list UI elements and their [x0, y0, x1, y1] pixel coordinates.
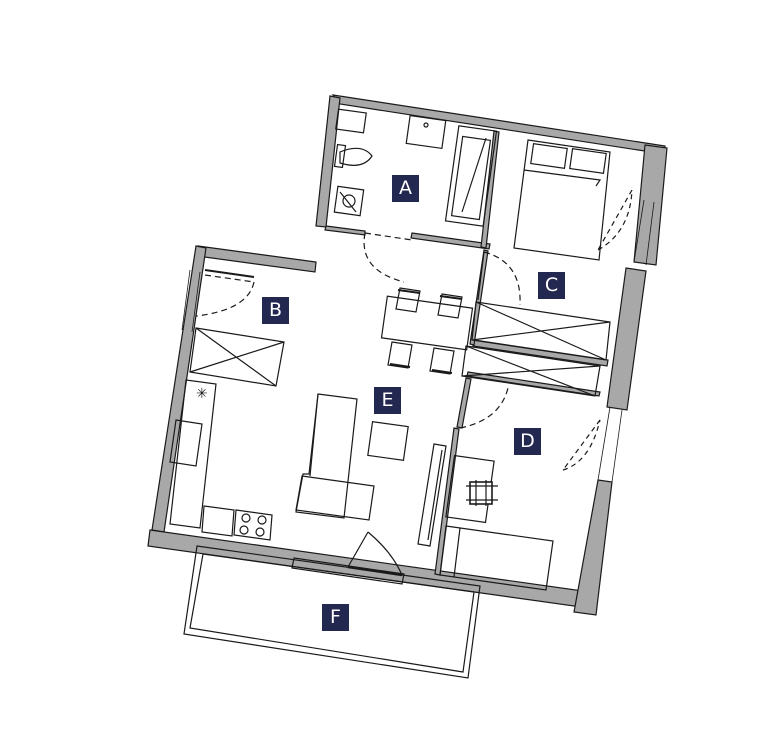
wall-d-left-upper	[456, 377, 472, 429]
bathtub-inner	[450, 135, 492, 221]
wall-top	[331, 94, 666, 155]
shower-drain	[342, 194, 356, 208]
single-bed	[439, 525, 554, 591]
wall-bathroom-bottom-2	[410, 232, 491, 250]
living-furniture: ✳	[169, 287, 474, 585]
bedroom-d-furniture	[439, 345, 601, 591]
double-bed	[513, 139, 611, 261]
desk-chair	[466, 480, 498, 506]
wall-right-middle	[606, 267, 647, 411]
wall-step	[196, 245, 317, 273]
sofa-seat	[295, 475, 375, 521]
tv-unit	[417, 443, 447, 547]
bathtub	[444, 125, 498, 227]
toilet-tank	[333, 143, 347, 169]
wall-right-lower	[573, 479, 613, 616]
chair-1	[395, 287, 421, 313]
kitchen-sink	[169, 419, 203, 467]
pillow-right	[569, 148, 607, 174]
room-label-e: E	[374, 387, 401, 414]
wall-bathroom-left	[315, 95, 341, 228]
oven-counter	[201, 505, 235, 537]
wall-right-upper	[633, 144, 668, 266]
windows	[181, 199, 655, 483]
wall-bedroom-c-bottom	[472, 339, 609, 367]
balcony-inner	[189, 553, 475, 673]
toilet-cistern	[335, 108, 367, 134]
fan-symbol: ✳	[196, 386, 208, 402]
sink	[405, 114, 447, 150]
toilet-bowl	[339, 147, 373, 166]
wall-bathroom-bottom	[324, 225, 366, 236]
shower-tray	[333, 185, 365, 217]
room-label-d: D	[514, 428, 541, 455]
door-c-swing	[483, 251, 521, 306]
coffee-table	[367, 420, 409, 462]
room-label-a: A	[392, 175, 419, 202]
chair-3	[387, 341, 413, 369]
entrance-door-swing	[195, 274, 255, 317]
sink-tap	[423, 122, 429, 128]
room-label-c: C	[538, 272, 565, 299]
pillow-left	[530, 143, 568, 169]
kitchen-counter	[169, 379, 217, 529]
wall-d-left	[434, 427, 460, 576]
terrace-door-swing	[347, 531, 403, 576]
bathroom-fixtures	[333, 108, 498, 227]
wall-c-d	[466, 371, 601, 397]
dining-table	[380, 295, 474, 351]
bathroom-door-swing	[363, 232, 413, 283]
door-d-swing	[459, 387, 509, 429]
room-label-f: F	[322, 604, 349, 631]
hob	[233, 509, 273, 541]
hall-b-fixtures	[189, 269, 285, 387]
chair-2	[437, 293, 463, 319]
chair-4	[429, 347, 455, 375]
exterior-walls	[147, 94, 668, 616]
sofa	[295, 393, 358, 519]
room-label-b: B	[262, 297, 289, 324]
bedroom-c-furniture	[471, 139, 633, 361]
